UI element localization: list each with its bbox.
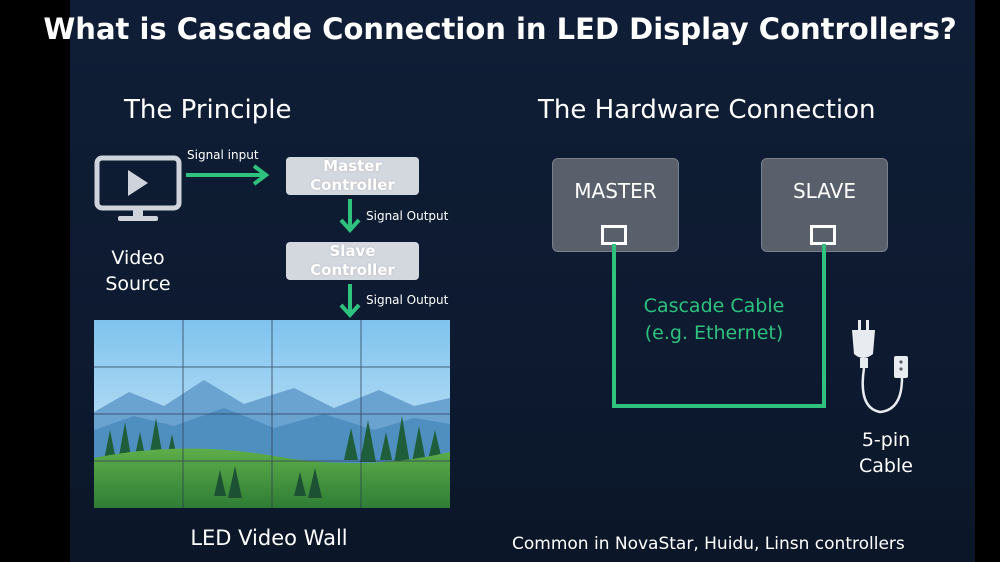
master-port-icon <box>601 225 627 245</box>
master-hardware-box: MASTER <box>552 158 679 252</box>
page-title: What is Cascade Connection in LED Displa… <box>43 12 957 46</box>
five-pin-cable-label-line1: 5-pin <box>861 429 911 451</box>
cascade-cable-label-line2: (e.g. Ethernet) <box>644 322 784 344</box>
signal-output-arrow-2 <box>339 284 361 318</box>
hardware-heading: The Hardware Connection <box>538 95 876 125</box>
video-source-label-line2: Source <box>105 273 171 295</box>
five-pin-cable-icon <box>852 320 908 414</box>
slave-hardware-label: SLAVE <box>792 179 857 203</box>
video-wall-label: LED Video Wall <box>190 526 348 550</box>
footer-note: Common in NovaStar, Huidu, Linsn control… <box>512 534 905 554</box>
cascade-cable-line <box>612 244 826 408</box>
signal-output-label-2: Signal Output <box>366 293 449 307</box>
master-controller-line2: Controller <box>310 176 395 194</box>
slave-hardware-box: SLAVE <box>761 158 888 252</box>
signal-input-arrow <box>186 164 270 186</box>
led-video-wall <box>94 320 450 508</box>
master-hardware-label: MASTER <box>574 179 657 203</box>
master-controller-box: Master Controller <box>286 157 419 195</box>
slave-controller-line1: Slave <box>329 242 376 260</box>
signal-output-arrow-1 <box>339 199 361 233</box>
video-source-label: Video Source <box>88 245 188 297</box>
slave-controller-line2: Controller <box>310 261 395 279</box>
slave-controller-box: Slave Controller <box>286 242 419 280</box>
master-controller-line1: Master <box>323 157 382 175</box>
principle-heading: The Principle <box>124 95 292 125</box>
video-source-icon <box>94 155 182 221</box>
cascade-cable-label-line1: Cascade Cable <box>643 295 785 317</box>
signal-input-label: Signal input <box>187 148 259 162</box>
slave-port-icon <box>810 225 836 245</box>
five-pin-cable-label-line2: Cable <box>859 455 913 477</box>
signal-output-label-1: Signal Output <box>366 209 449 223</box>
cascade-cable-label: Cascade Cable (e.g. Ethernet) <box>616 293 812 347</box>
five-pin-cable-label: 5-pin Cable <box>846 427 926 479</box>
video-source-label-line1: Video <box>111 247 165 269</box>
